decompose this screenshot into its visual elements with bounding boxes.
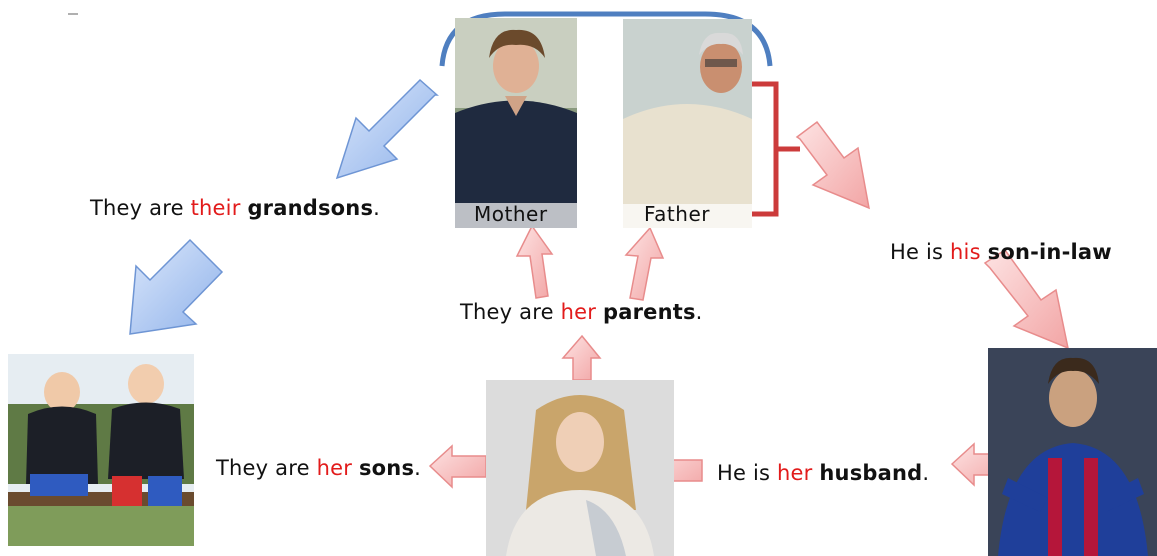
- sentence-husband: He is her husband.: [717, 461, 929, 485]
- pink-arrow-father: [624, 226, 665, 301]
- father-label: Father: [644, 202, 710, 226]
- parents-arch: [439, 11, 773, 67]
- relation-word: son-in-law: [987, 240, 1112, 264]
- corner-dash: [68, 13, 78, 15]
- sentence-end: .: [414, 456, 422, 480]
- relation-word: parents: [602, 300, 696, 324]
- pronoun: her: [316, 456, 353, 480]
- father-photo: [623, 19, 752, 228]
- pink-arrow-sons: [428, 444, 487, 489]
- her-photo: [486, 380, 674, 556]
- pronoun: her: [560, 300, 597, 324]
- pink-arrow-right: [983, 248, 1070, 350]
- pronoun: their: [190, 196, 241, 220]
- pink-arrow-up: [561, 334, 602, 381]
- sentence-end: .: [922, 461, 930, 485]
- sentence-part: They are: [216, 456, 317, 480]
- mother-photo: [455, 18, 577, 228]
- blue-arrow-left: [129, 238, 224, 335]
- sentence-grandsons: They are their grandsons.: [90, 196, 380, 220]
- husband-photo: [988, 348, 1157, 556]
- father-bracket: [752, 81, 800, 217]
- sentence-end: .: [373, 196, 381, 220]
- sentence-part: They are: [460, 300, 561, 324]
- sentence-son-in-law: He is his son-in-law: [890, 240, 1112, 264]
- sentence-part: He is: [717, 461, 778, 485]
- mother-label: Mother: [474, 202, 548, 226]
- pronoun: his: [950, 240, 981, 264]
- sentence-end: .: [695, 300, 703, 324]
- sentence-parents: They are her parents.: [460, 300, 703, 324]
- relation-word: grandsons: [247, 196, 374, 220]
- pink-arrow-bracket: [795, 120, 870, 210]
- blue-arrow-top: [335, 78, 439, 180]
- pink-arrow-mother: [515, 224, 554, 299]
- sentence-part: He is: [890, 240, 951, 264]
- pronoun: her: [777, 461, 813, 485]
- sons-photo: [8, 354, 194, 546]
- sentence-sons: They are her sons.: [216, 456, 421, 480]
- relation-word: sons: [358, 456, 415, 480]
- sentence-part: They are: [90, 196, 191, 220]
- relation-word: husband: [819, 461, 923, 485]
